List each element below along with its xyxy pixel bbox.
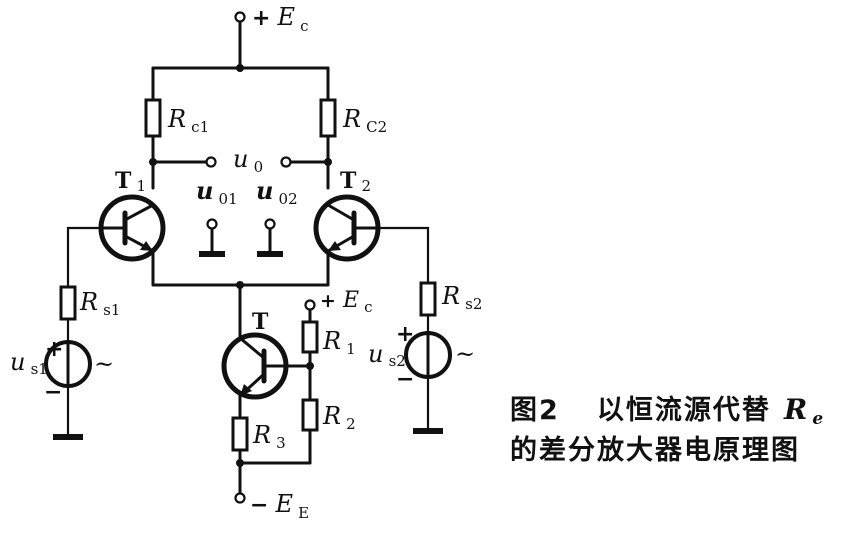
us2-plus: + [396,322,414,347]
supply-label-r1: + E c [320,288,373,316]
supply-terminal-bottom [234,492,246,504]
us1-ac: ~ [94,350,114,378]
caption-line-2: 的差分放大器电原理图 [510,434,800,466]
resistor-rc2 [319,98,337,138]
label-rc1: R c1 [167,105,209,136]
testpoint-uo1 [199,218,225,257]
testpoint-uo2 [257,218,283,257]
output-terminal-left [205,156,217,168]
emitter-bus [151,249,330,287]
label-us1: u s1 [10,348,48,378]
us2-minus: − [396,367,414,392]
supply-terminal-r1 [304,299,316,311]
label-uo: u 0 [233,145,263,176]
label-t2: T 2 [340,168,371,195]
label-rs1: R s1 [79,288,120,319]
label-us2: u s2 [368,340,406,370]
caption-line-1: 图2 以恒流源代替 R e [510,393,823,429]
resistor-rs2 [419,281,437,317]
label-t1: T 1 [115,168,146,195]
output-terminal-right [280,156,292,168]
resistor-rc1 [144,98,162,138]
label-uo2: u 02 [256,176,298,208]
us1-minus: − [44,380,62,405]
label-r1: R 1 [322,327,356,358]
resistor-r3 [231,416,249,452]
label-r2: R 2 [322,402,356,433]
resistor-r2 [301,398,319,432]
supply-terminal-top [234,11,246,72]
us2-ac: ~ [455,340,475,368]
transistor-t2 [313,194,381,262]
supply-label-top: + E c [252,3,309,35]
us1-plus: + [45,337,63,362]
label-t: T [252,309,269,335]
supply-label-bottom: − E E [250,490,309,522]
transistor-t [221,332,312,400]
label-r3: R 3 [252,421,286,452]
transistor-t1 [98,194,166,262]
label-rs2: R s2 [441,282,482,313]
resistor-r1 [301,320,319,354]
label-uo1: u 01 [196,176,238,208]
label-rc2: R C2 [342,105,387,136]
resistor-rs1 [59,285,77,321]
